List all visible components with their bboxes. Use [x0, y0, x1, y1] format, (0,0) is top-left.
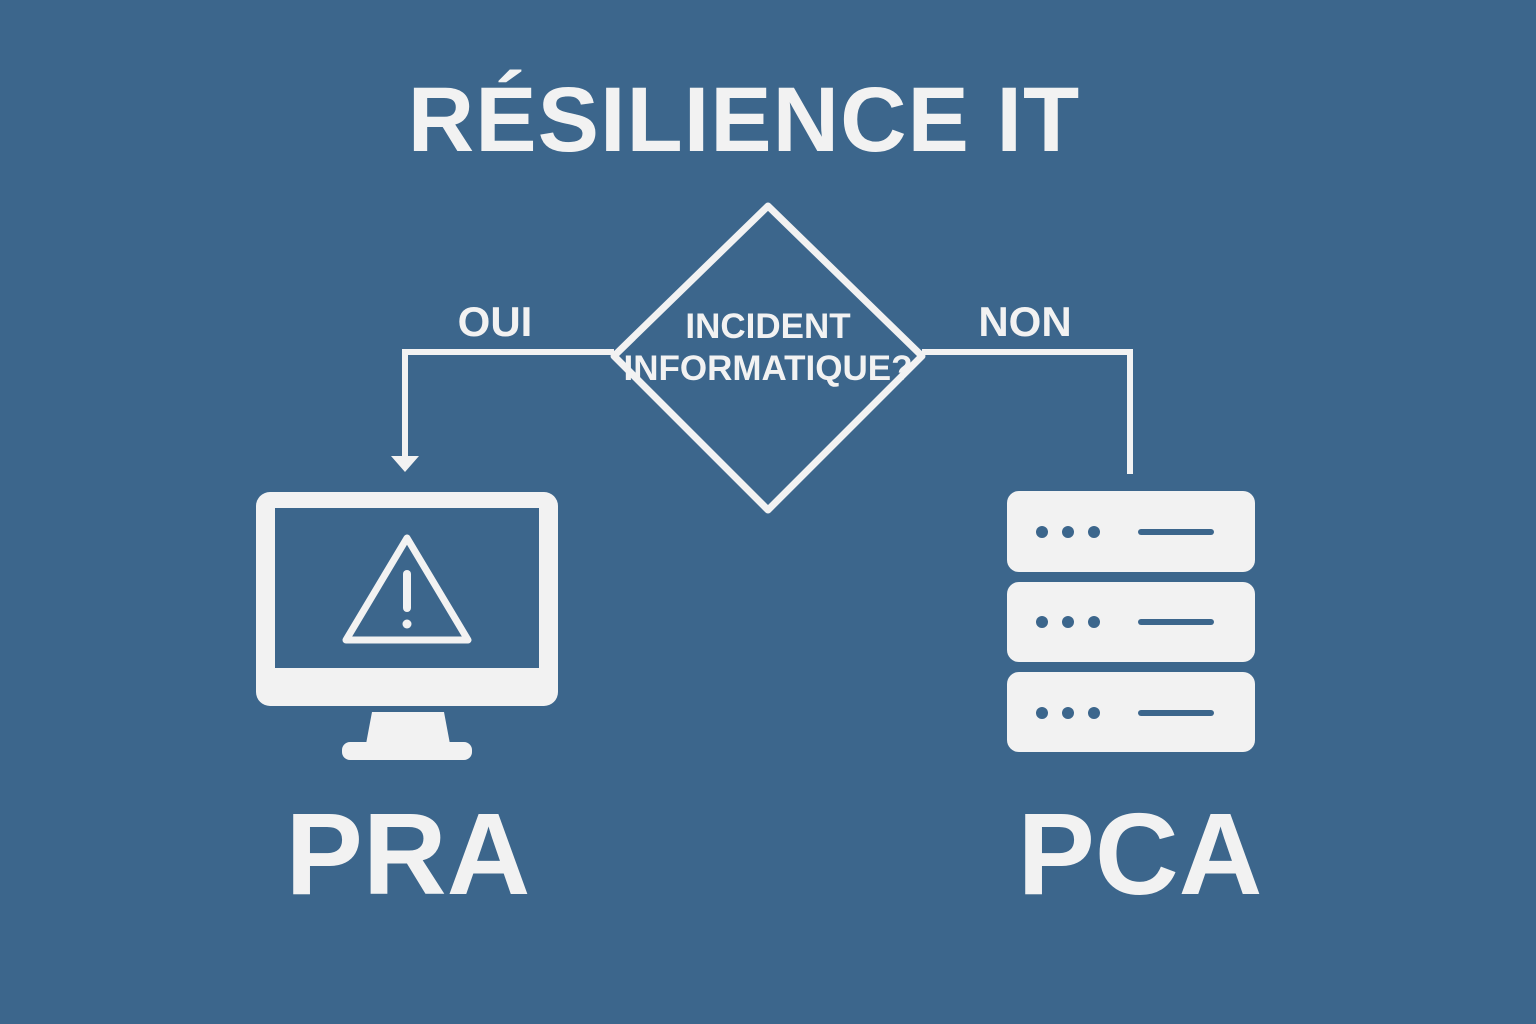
branch-label-yes: OUI [457, 298, 533, 345]
page-title: RÉSILIENCE IT [407, 69, 1081, 171]
outcome-pra: PRA [285, 789, 531, 919]
server-unit [1007, 491, 1255, 572]
decision-line-2: INFORMATIQUE? [623, 349, 913, 388]
server-unit [1007, 672, 1255, 752]
branch-label-no: NON [978, 298, 1072, 345]
decision-line-1: INCIDENT [685, 307, 851, 346]
arrowhead-yes [391, 456, 419, 472]
server-unit [1007, 582, 1255, 662]
decision-text: INCIDENT INFORMATIQUE? [618, 306, 918, 390]
decision-diamond [610, 202, 926, 514]
outcome-pca: PCA [1017, 789, 1263, 919]
server-stack-icon [1007, 491, 1255, 752]
connector-yes [402, 349, 614, 460]
monitor-warning-icon [256, 492, 558, 760]
connector-no [922, 349, 1133, 474]
